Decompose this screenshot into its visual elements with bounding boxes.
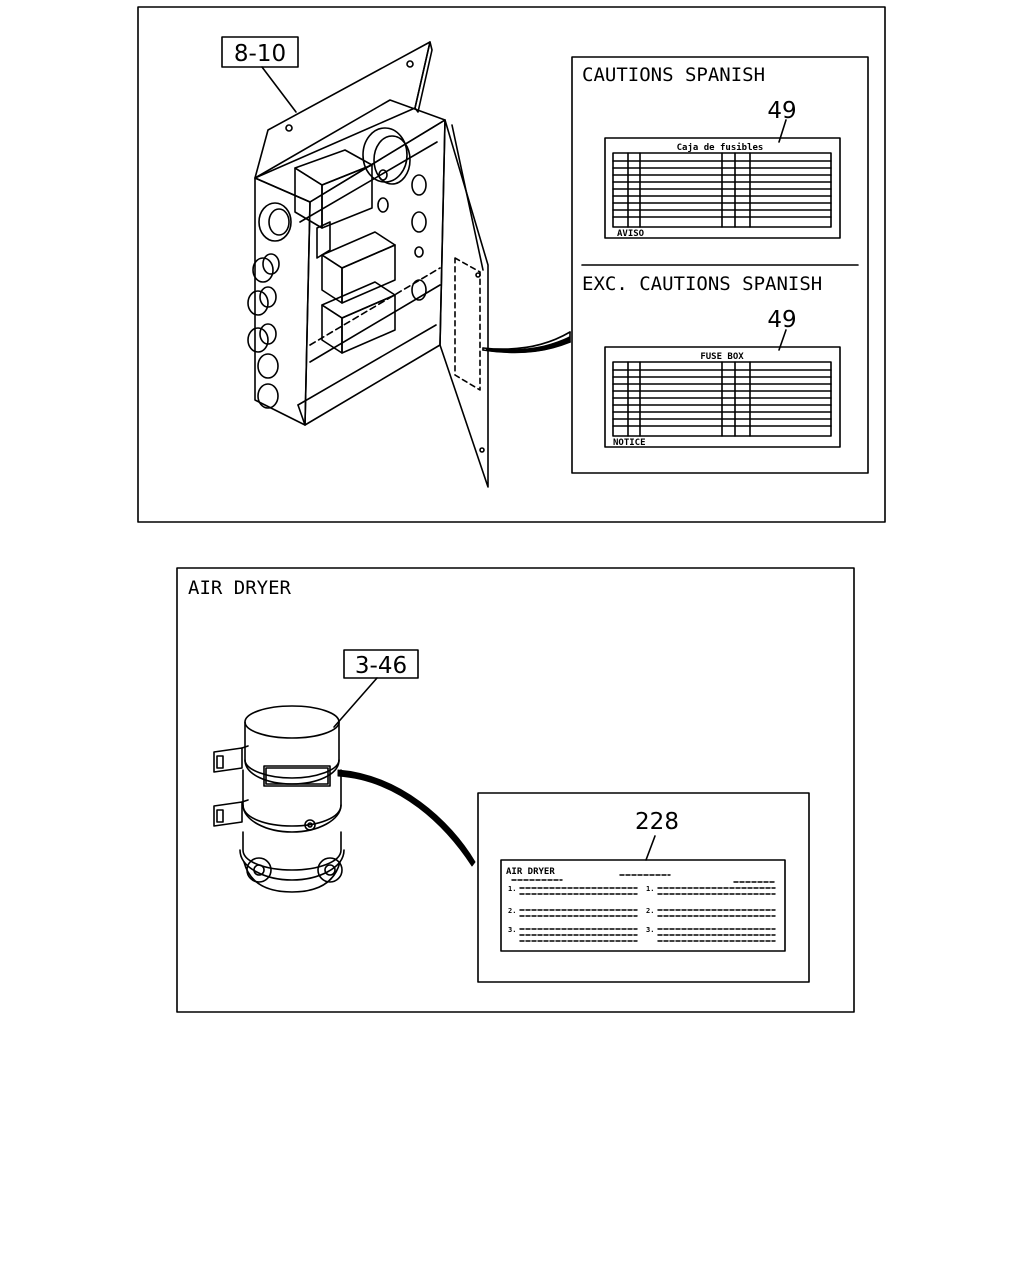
air-dryer-illustration: [213, 705, 345, 893]
decal-heading: AIR DRYER: [506, 867, 555, 877]
decal-left-number: 2.: [508, 907, 516, 915]
decal-right-number: 2.: [646, 907, 654, 915]
exc-cautions-spanish-title: EXC. CAUTIONS SPANISH: [582, 273, 822, 295]
fuse-box-heading: FUSE BOX: [700, 352, 744, 362]
air-dryer-frame: [176, 567, 855, 1013]
callout-49-top: 49: [767, 98, 796, 124]
fuse-box-frame: [137, 6, 886, 523]
cautions-spanish-title: CAUTIONS SPANISH: [582, 64, 765, 86]
callout-8-10: [221, 36, 299, 113]
decal-right-number: 1.: [646, 885, 654, 893]
notice-footer: NOTICE: [613, 438, 646, 448]
english-fuse-label: [604, 329, 841, 448]
fuse-box-illustration: [247, 41, 571, 488]
decal-leader: [645, 835, 656, 861]
air-dryer-decal: [500, 859, 786, 952]
decal-left-number: 3.: [508, 926, 516, 934]
callout-228-text: 228: [635, 809, 679, 835]
callout-8-10-text: 8-10: [234, 41, 286, 67]
decal-right-number: 3.: [646, 926, 654, 934]
decal-left-number: 1.: [508, 885, 516, 893]
air-dryer-title: AIR DRYER: [188, 577, 292, 599]
spanish-fuse-label: [604, 119, 841, 239]
callout-49-bottom: 49: [767, 307, 796, 333]
callout-3-46: [333, 649, 419, 728]
callout-3-46-text: 3-46: [355, 653, 407, 679]
aviso-footer: AVISO: [617, 229, 645, 239]
caja-de-fusibles-heading: Caja de fusibles: [677, 142, 764, 153]
decal-panel: [477, 792, 810, 983]
cautions-panel: [571, 56, 869, 474]
